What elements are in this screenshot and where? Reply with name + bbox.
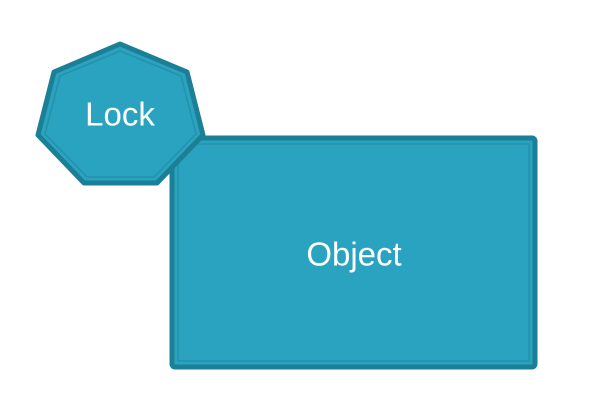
lock-node-shape [35, 41, 206, 186]
lock-node-label: Lock [85, 96, 155, 133]
lock-node-inner-border [44, 50, 197, 178]
lock-node[interactable]: Lock [35, 41, 206, 186]
object-node-shape [169, 135, 538, 370]
object-node-label: Object [306, 236, 401, 273]
object-node-inner-border [177, 143, 530, 362]
object-node[interactable]: Object [169, 135, 538, 370]
